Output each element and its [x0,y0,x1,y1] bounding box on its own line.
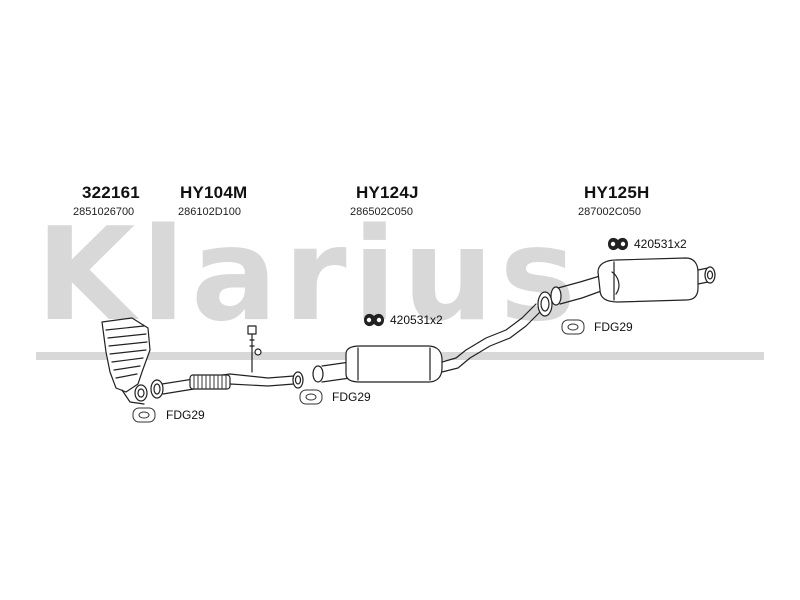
oem-code-catalyst: 2851026700 [73,206,135,218]
brand-watermark: Klarius [36,201,582,350]
rear-silencer-part [537,257,716,317]
oem-code-centre-silencer: 286502C050 [350,206,414,218]
gasket-ring-icon [132,407,156,423]
front-pipe-part [150,325,304,399]
part-code-front-pipe: HY104M [180,183,248,202]
part-code-catalyst: 322161 [82,183,140,202]
part-code-centre-silencer: HY124J [356,183,419,202]
callout-mount-rear: 420531x2 [634,237,687,251]
centre-silencer-part [312,303,541,383]
gasket-ring-icon [299,389,323,405]
rubber-mount-icon [608,237,628,251]
callout-gasket-rear: FDG29 [594,320,633,334]
gasket-ring-icon [561,319,585,335]
oem-code-front-pipe: 286102D100 [178,206,242,218]
rubber-mount-icon [364,313,384,327]
callout-gasket-mid: FDG29 [332,390,371,404]
catalytic-converter-part [101,317,151,405]
oem-code-rear-silencer: 287002C050 [578,206,642,218]
callout-mount-mid: 420531x2 [390,313,443,327]
callout-gasket-front: FDG29 [166,408,205,422]
part-code-rear-silencer: HY125H [584,183,650,202]
